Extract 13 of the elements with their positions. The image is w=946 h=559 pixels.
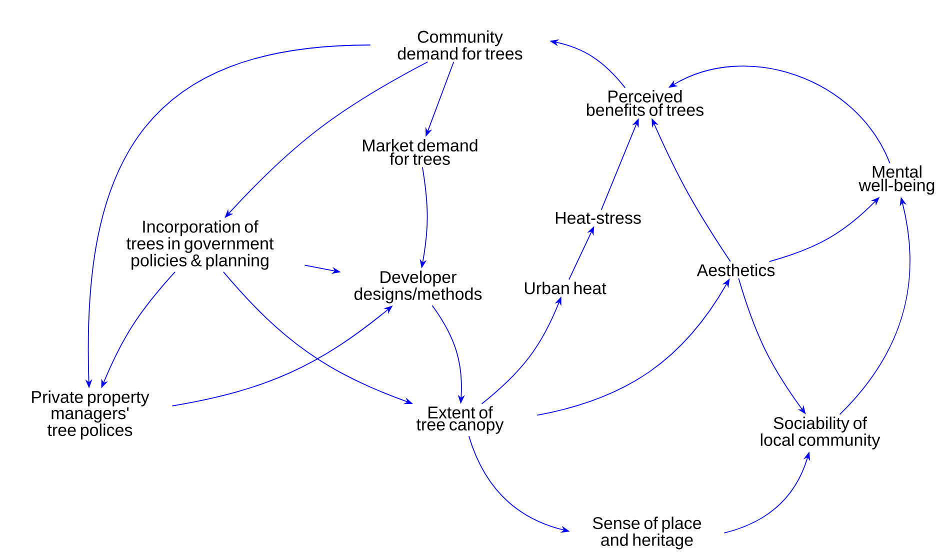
node-label: Private property managers' tree polices: [32, 390, 150, 440]
node-label: Sociability of local community: [760, 416, 880, 450]
node-label: Urban heat: [524, 282, 606, 294]
node-label: Market demand for trees: [363, 139, 478, 165]
node-label: Mental well-being: [858, 165, 934, 195]
node-label: Aesthetics: [696, 264, 775, 276]
node-label: Developer designs/methods: [354, 270, 482, 304]
node-label: Extent of tree canopy: [416, 406, 504, 434]
node-label: Heat-stress: [556, 212, 641, 224]
node-label: Sense of place and heritage: [592, 516, 702, 550]
node-label: Perceived benefits of trees: [587, 90, 704, 116]
node-label: Incorporation of trees in government policies & planning: [126, 220, 274, 270]
node-label: Community demand for trees: [398, 30, 522, 60]
